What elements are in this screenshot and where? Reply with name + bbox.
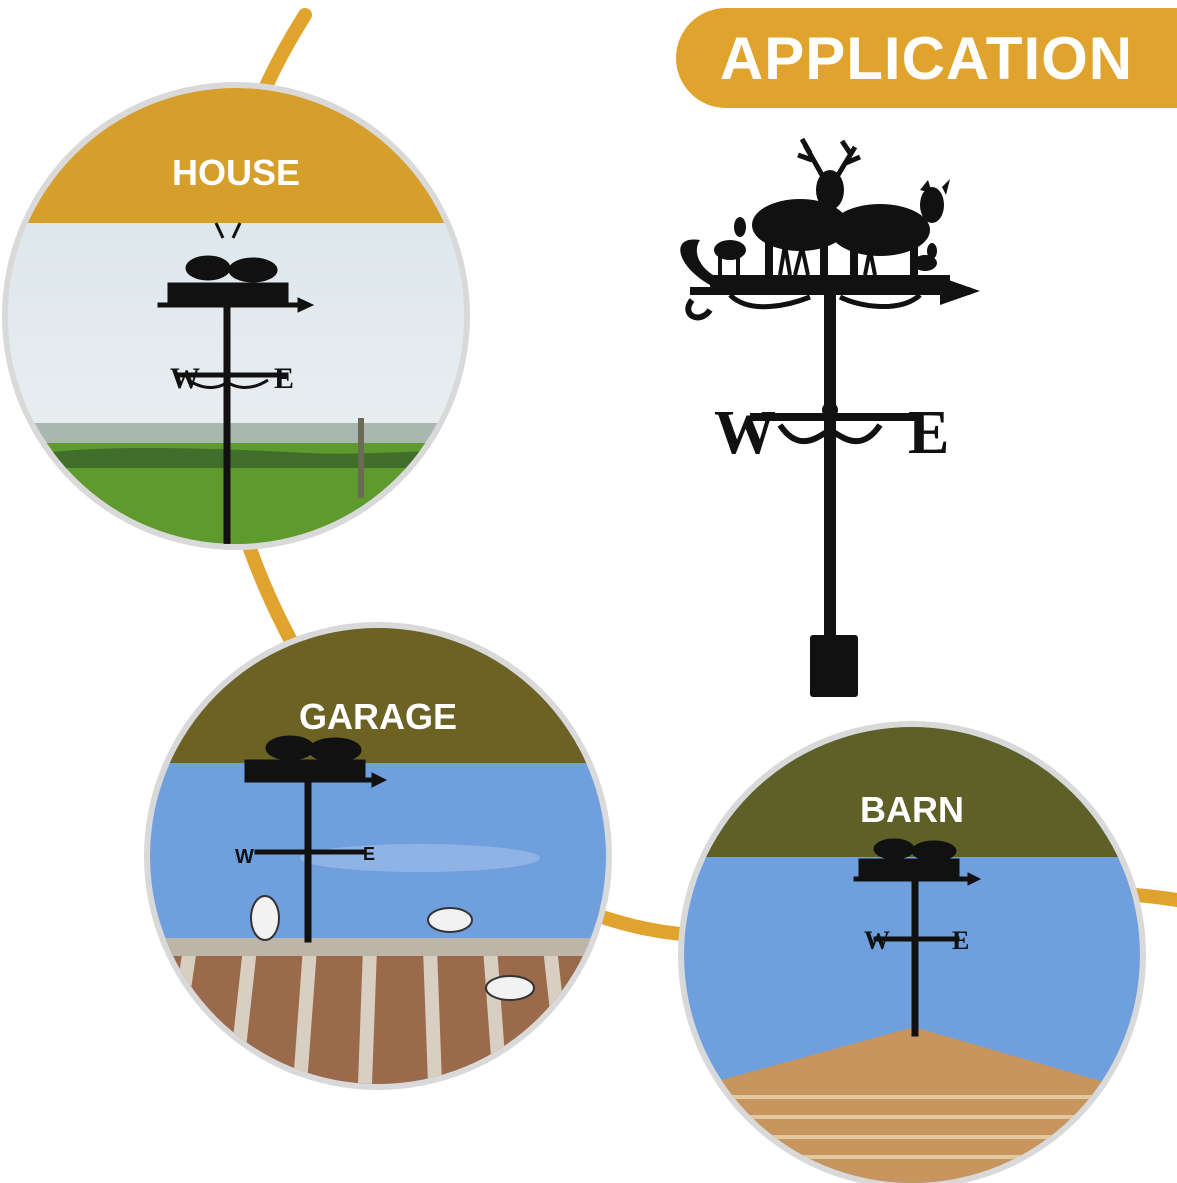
deer-weathervane-icon: W E (680, 137, 980, 697)
house-compass-west: W (170, 362, 200, 395)
garage-compass-west: W (235, 846, 254, 868)
garage-compass-east: E (363, 844, 375, 864)
barn-scene: W E BARN (684, 727, 1140, 1183)
barn-compass-east: E (952, 926, 969, 955)
banner-title: APPLICATION (719, 24, 1134, 92)
compass-east-label: E (908, 399, 949, 467)
barn-scene-image: W E (684, 727, 1140, 1183)
compass-west-label: W (714, 399, 776, 467)
house-compass-east: E (274, 362, 294, 395)
garage-label: GARAGE (298, 696, 457, 737)
house-scene: W E HOUSE (8, 88, 464, 544)
barn-compass-west: W (864, 926, 890, 955)
house-scene-image: W E (8, 88, 464, 544)
garage-scene: W E GARAGE (150, 628, 606, 1084)
garage-scene-image: W E (150, 628, 606, 1084)
barn-label: BARN (860, 789, 964, 830)
application-banner: APPLICATION (676, 8, 1177, 108)
house-label: HOUSE (171, 152, 301, 193)
